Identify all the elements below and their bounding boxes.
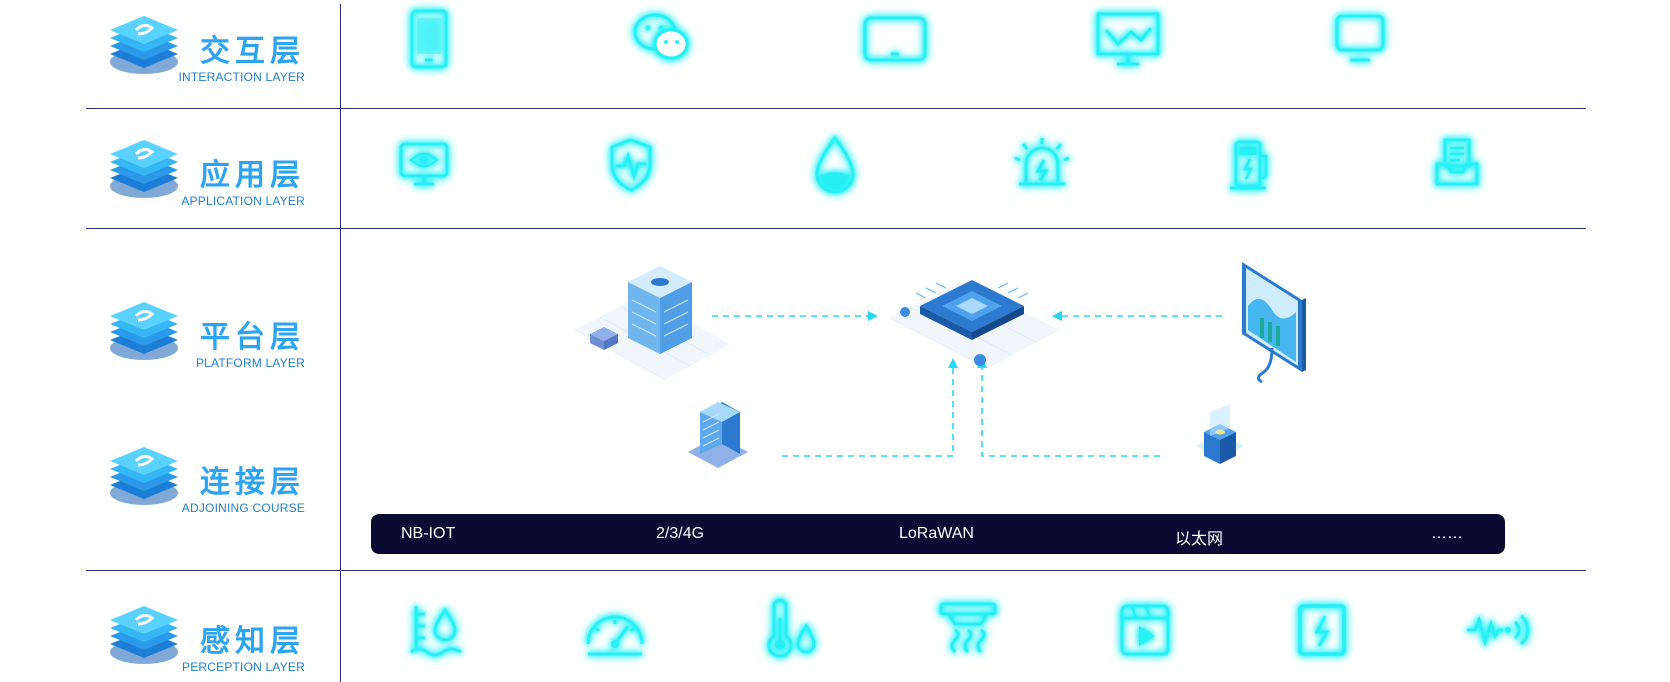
network-item: NB-IOT: [401, 525, 456, 542]
layer-title: 交互层: [200, 34, 305, 69]
arrow-gateway-to-chip: [981, 366, 1160, 457]
layer-label-platform: 平台层 PLATFORM LAYER: [100, 296, 305, 374]
network-item: 以太网: [1175, 531, 1224, 548]
layer-label-perception: 感知层 PERCEPTION LAYER: [100, 600, 305, 678]
desktop-icon: [1326, 8, 1396, 70]
row-divider: [86, 228, 1586, 229]
layer-stack-icon: [110, 447, 178, 505]
network-item: 2/3/4G: [656, 525, 705, 542]
vibration-sensor-icon: [1463, 600, 1533, 662]
water-level-icon: [403, 600, 473, 662]
layer-subtitle: PLATFORM LAYER: [195, 356, 305, 370]
layer-stack-icon: [110, 16, 178, 74]
data-center-icon: [590, 266, 692, 354]
tablet-icon: [860, 8, 930, 70]
row-divider: [86, 570, 1586, 571]
water-drop-icon: [800, 134, 870, 196]
charging-pile-icon: [1214, 134, 1284, 196]
inbox-document-icon: [1421, 134, 1491, 196]
monitor-chart-icon: [1093, 8, 1163, 70]
shield-pulse-icon: [596, 134, 666, 196]
layer-label-connection: 连接层 ADJOINING COURSE: [100, 441, 305, 519]
alarm-light-icon: [1007, 134, 1077, 196]
cpu-chip-icon: [900, 280, 1029, 366]
layer-subtitle: ADJOINING COURSE: [181, 501, 305, 515]
layer-stack-icon: [110, 606, 178, 664]
row-divider: [86, 108, 1586, 109]
phone-icon: [394, 8, 464, 70]
layer-stack-icon: [110, 140, 178, 198]
layer-stack-icon: [110, 302, 178, 360]
display-screen-icon: [1242, 262, 1306, 384]
temperature-humidity-icon: [756, 598, 826, 662]
network-item: ……: [1431, 525, 1463, 542]
network-protocol-bar: NB-IOT 2/3/4G LoRaWAN 以太网 ……: [371, 514, 1505, 554]
network-item: LoRaWAN: [899, 525, 974, 542]
gateway-box-icon: [1196, 404, 1244, 464]
layer-title: 平台层: [200, 320, 305, 355]
layer-subtitle: INTERACTION LAYER: [178, 70, 305, 84]
gauge-icon: [580, 600, 650, 662]
smoke-detector-icon: [933, 600, 1003, 662]
layer-title: 感知层: [200, 624, 305, 659]
layer-label-interaction: 交互层 INTERACTION LAYER: [100, 10, 305, 88]
power-meter-icon: [1287, 600, 1357, 662]
layer-title: 连接层: [200, 465, 305, 500]
layer-subtitle: PERCEPTION LAYER: [181, 660, 305, 674]
vertical-divider: [340, 4, 341, 682]
layer-label-application: 应用层 APPLICATION LAYER: [100, 134, 305, 212]
eye-monitor-icon: [389, 134, 459, 196]
layer-title: 应用层: [200, 158, 305, 193]
layer-subtitle: APPLICATION LAYER: [181, 194, 305, 208]
server-icon: [688, 402, 748, 468]
wechat-icon: [627, 8, 697, 70]
arrow-server-to-chip: [782, 366, 954, 457]
video-camera-icon: [1110, 600, 1180, 662]
